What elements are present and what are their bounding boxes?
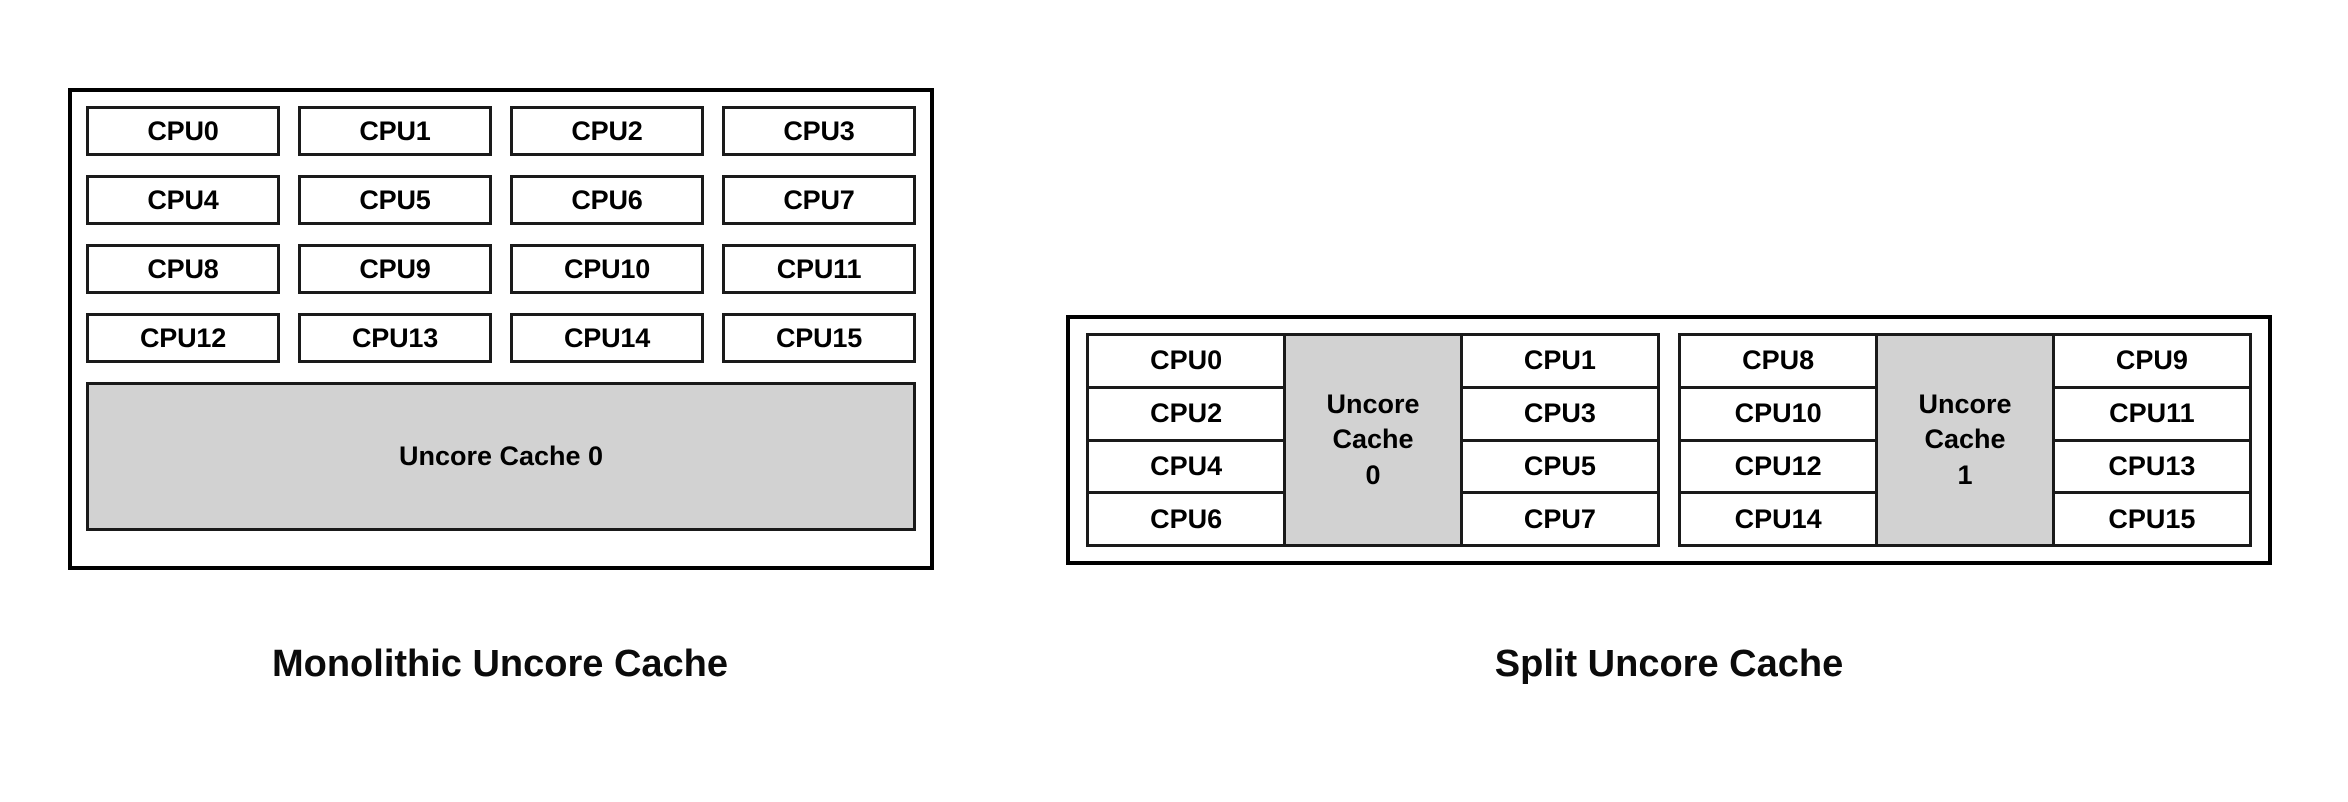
uncore-cache-label-line: Cache xyxy=(1332,424,1414,455)
cpu-box[interactable]: CPU1 xyxy=(298,106,492,156)
cpu-box[interactable]: CPU10 xyxy=(1681,388,1876,442)
uncore-cache-label-line: Cache xyxy=(1924,424,2006,455)
cpu-box[interactable]: CPU10 xyxy=(510,244,704,294)
cpu-box[interactable]: CPU4 xyxy=(86,175,280,225)
cpu-box[interactable]: CPU12 xyxy=(1681,441,1876,495)
cpu-box[interactable]: CPU15 xyxy=(722,313,916,363)
cpu-box[interactable]: CPU9 xyxy=(298,244,492,294)
cpu-box[interactable]: CPU13 xyxy=(2054,441,2249,495)
cpu-box[interactable]: CPU9 xyxy=(2054,336,2249,389)
cpu-box[interactable]: CPU6 xyxy=(510,175,704,225)
uncore-cache-index: 0 xyxy=(1365,459,1381,490)
uncore-cache-block[interactable]: Uncore Cache 1 xyxy=(1875,336,2055,544)
uncore-cache-block[interactable]: Uncore Cache 0 xyxy=(86,382,916,531)
cpu-box[interactable]: CPU7 xyxy=(722,175,916,225)
monolithic-cpu-grid: CPU0 CPU1 CPU2 CPU3 CPU4 CPU5 CPU6 CPU7 … xyxy=(86,106,916,363)
cpu-box[interactable]: CPU5 xyxy=(1462,441,1657,495)
uncore-cache-label-line: Uncore xyxy=(1326,389,1420,420)
cpu-column-right: CPU9 CPU11 CPU13 CPU15 xyxy=(2054,336,2249,544)
cpu-box[interactable]: CPU7 xyxy=(1462,494,1657,544)
cpu-box[interactable]: CPU3 xyxy=(1462,388,1657,442)
monolithic-caption: Monolithic Uncore Cache xyxy=(271,643,729,685)
cpu-column-right: CPU1 CPU3 CPU5 CPU7 xyxy=(1462,336,1657,544)
cpu-box[interactable]: CPU3 xyxy=(722,106,916,156)
cpu-box[interactable]: CPU0 xyxy=(86,106,280,156)
cpu-box[interactable]: CPU13 xyxy=(298,313,492,363)
cpu-box[interactable]: CPU11 xyxy=(722,244,916,294)
split-uncore-cache-panel: CPU0 CPU2 CPU4 CPU6 Uncore Cache 0 CPU1 … xyxy=(1066,315,2272,565)
cpu-box[interactable]: CPU8 xyxy=(1681,336,1876,389)
cpu-box[interactable]: CPU4 xyxy=(1089,441,1284,495)
cpu-box[interactable]: CPU2 xyxy=(510,106,704,156)
cpu-box[interactable]: CPU12 xyxy=(86,313,280,363)
cpu-box[interactable]: CPU11 xyxy=(2054,388,2249,442)
uncore-cache-index: 1 xyxy=(1957,459,1973,490)
cpu-box[interactable]: CPU1 xyxy=(1462,336,1657,389)
split-cluster-0: CPU0 CPU2 CPU4 CPU6 Uncore Cache 0 CPU1 … xyxy=(1086,333,1660,547)
cpu-column-left: CPU0 CPU2 CPU4 CPU6 xyxy=(1089,336,1284,544)
cpu-box[interactable]: CPU0 xyxy=(1089,336,1284,389)
cpu-column-left: CPU8 CPU10 CPU12 CPU14 xyxy=(1681,336,1876,544)
cpu-box[interactable]: CPU2 xyxy=(1089,388,1284,442)
cpu-box[interactable]: CPU5 xyxy=(298,175,492,225)
uncore-cache-label-line: Uncore xyxy=(1918,389,2012,420)
cpu-box[interactable]: CPU15 xyxy=(2054,494,2249,544)
cpu-box[interactable]: CPU14 xyxy=(1681,494,1876,544)
cpu-box[interactable]: CPU8 xyxy=(86,244,280,294)
cpu-box[interactable]: CPU14 xyxy=(510,313,704,363)
split-cluster-1: CPU8 CPU10 CPU12 CPU14 Uncore Cache 1 CP… xyxy=(1678,333,2252,547)
cpu-box[interactable]: CPU6 xyxy=(1089,494,1284,544)
monolithic-uncore-cache-panel: CPU0 CPU1 CPU2 CPU3 CPU4 CPU5 CPU6 CPU7 … xyxy=(68,88,934,570)
split-caption: Split Uncore Cache xyxy=(1494,643,1844,685)
uncore-cache-block[interactable]: Uncore Cache 0 xyxy=(1283,336,1463,544)
